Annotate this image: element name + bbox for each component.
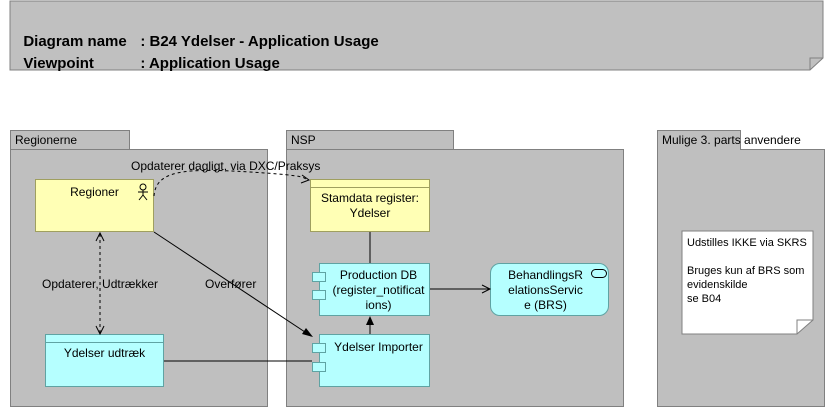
udtraek-divider: [46, 342, 163, 343]
viewpoint-row: Viewpoint : Application Usage: [15, 38, 280, 72]
note-text: Udstilles IKKE via SKRS Bruges kun af BR…: [687, 237, 807, 305]
diagram-name-row: Diagram name : B24 Ydelser - Application …: [15, 16, 379, 50]
viewpoint-value: : Application Usage: [140, 55, 280, 72]
importer-component-icon-bottom: [312, 362, 326, 372]
brs-label: BehandlingsR elationsServic e (BRS): [508, 268, 583, 312]
group-regionerne-tab[interactable]: Regionerne: [10, 130, 130, 150]
arrowhead-overforer: [302, 328, 313, 337]
label-opdaterer-dagligt: Opdaterer dagligt, via DXC/Praksys: [131, 159, 321, 173]
note-fold: [796, 319, 813, 334]
arrowhead-udtraekker-top: [95, 231, 105, 242]
arrowhead-opdaterer-dagligt: [300, 174, 311, 184]
business-object-stamdata[interactable]: Stamdata register: Ydelser: [310, 179, 430, 232]
service-icon: [591, 269, 607, 278]
viewpoint-label: Viewpoint: [23, 55, 94, 72]
app-component-ydelser-importer[interactable]: Ydelser Importer: [319, 334, 430, 387]
data-object-ydelser-udtraek[interactable]: Ydelser udtræk: [45, 334, 164, 387]
actor-icon: [138, 183, 148, 201]
label-overforer: Overfører: [205, 277, 257, 291]
production-db-component-icon-bottom: [312, 290, 326, 300]
arrowhead-production-brs: [481, 284, 492, 294]
app-component-production-db[interactable]: Production DB (register_notificat ions): [319, 263, 430, 316]
header-banner: [9, 0, 824, 71]
production-db-component-icon-top: [312, 272, 326, 282]
production-db-label: Production DB (register_notificat ions): [332, 268, 425, 312]
importer-component-icon-top: [312, 343, 326, 353]
regioner-label: Regioner: [70, 185, 119, 199]
diagram-name-label: Diagram name: [23, 33, 127, 50]
label-opdaterer-udtraekker: Opdaterer, Udtrækker: [42, 277, 159, 291]
arrowhead-udtraekker-bottom: [95, 325, 105, 336]
stamdata-label: Stamdata register: Ydelser: [320, 191, 420, 220]
relation-overforer[interactable]: [153, 231, 312, 337]
note-shape[interactable]: [681, 230, 814, 335]
group-nsp-tab[interactable]: NSP: [286, 130, 454, 150]
ydelser-udtraek-label: Ydelser udtræk: [63, 346, 146, 360]
diagram-name-value: : B24 Ydelser - Application Usage: [140, 33, 379, 50]
arrowhead-importer-production: [366, 316, 374, 325]
app-service-brs[interactable]: BehandlingsR elationsServic e (BRS): [490, 263, 609, 316]
stamdata-divider: [311, 187, 429, 188]
ydelser-importer-label: Ydelser Importer: [334, 340, 423, 354]
business-actor-regioner[interactable]: Regioner: [35, 179, 154, 232]
relation-opdaterer-dagligt[interactable]: [153, 169, 310, 197]
